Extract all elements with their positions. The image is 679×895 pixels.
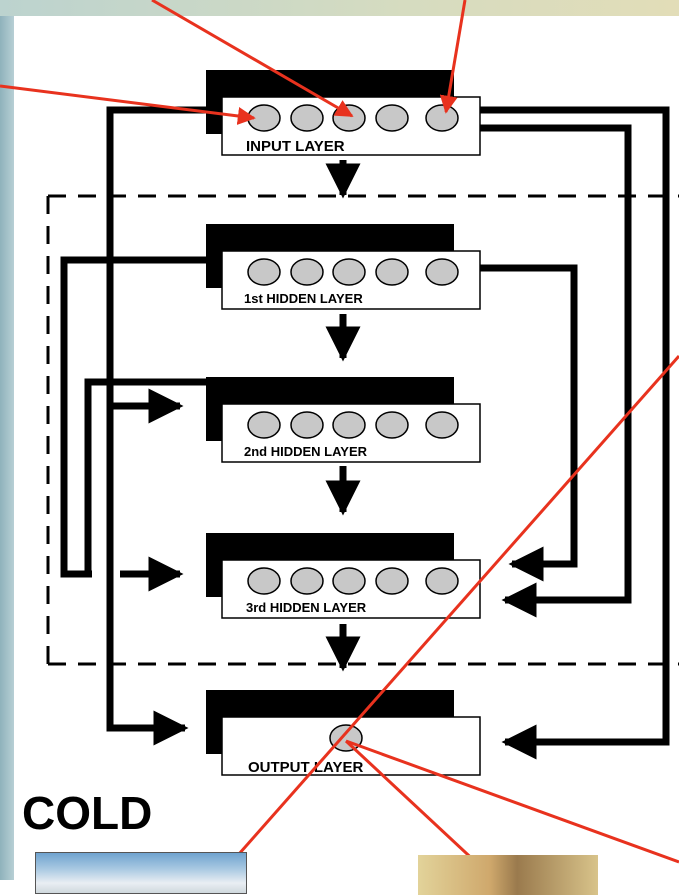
warm-photo (418, 855, 598, 895)
layer-label: OUTPUT LAYER (248, 759, 363, 776)
layer-box-3: 3rd HIDDEN LAYER (206, 533, 480, 618)
neuron-node (376, 105, 408, 131)
neuron-node (248, 568, 280, 594)
layer-box-4: OUTPUT LAYER (206, 690, 480, 776)
neuron-node (426, 412, 458, 438)
neuron-node (291, 568, 323, 594)
layer-label: 2nd HIDDEN LAYER (244, 444, 368, 459)
neuron-node (426, 259, 458, 285)
neuron-node (376, 412, 408, 438)
neuron-node (291, 259, 323, 285)
neuron-node (248, 259, 280, 285)
layer-label: 1st HIDDEN LAYER (244, 291, 363, 306)
neuron-node (426, 568, 458, 594)
cold-photo (35, 852, 247, 894)
neuron-node (333, 412, 365, 438)
cold-caption: COLD (22, 790, 152, 836)
layer-label: INPUT LAYER (246, 138, 345, 155)
neuron-node (291, 412, 323, 438)
neuron-node (376, 568, 408, 594)
layer-box-2: 2nd HIDDEN LAYER (206, 377, 480, 462)
layer-label: 3rd HIDDEN LAYER (246, 600, 367, 615)
neuron-node (426, 105, 458, 131)
neuron-node (248, 412, 280, 438)
neuron-node (376, 259, 408, 285)
neuron-node (291, 105, 323, 131)
neuron-node (333, 259, 365, 285)
layer-box-1: 1st HIDDEN LAYER (206, 224, 480, 309)
neuron-node (333, 568, 365, 594)
